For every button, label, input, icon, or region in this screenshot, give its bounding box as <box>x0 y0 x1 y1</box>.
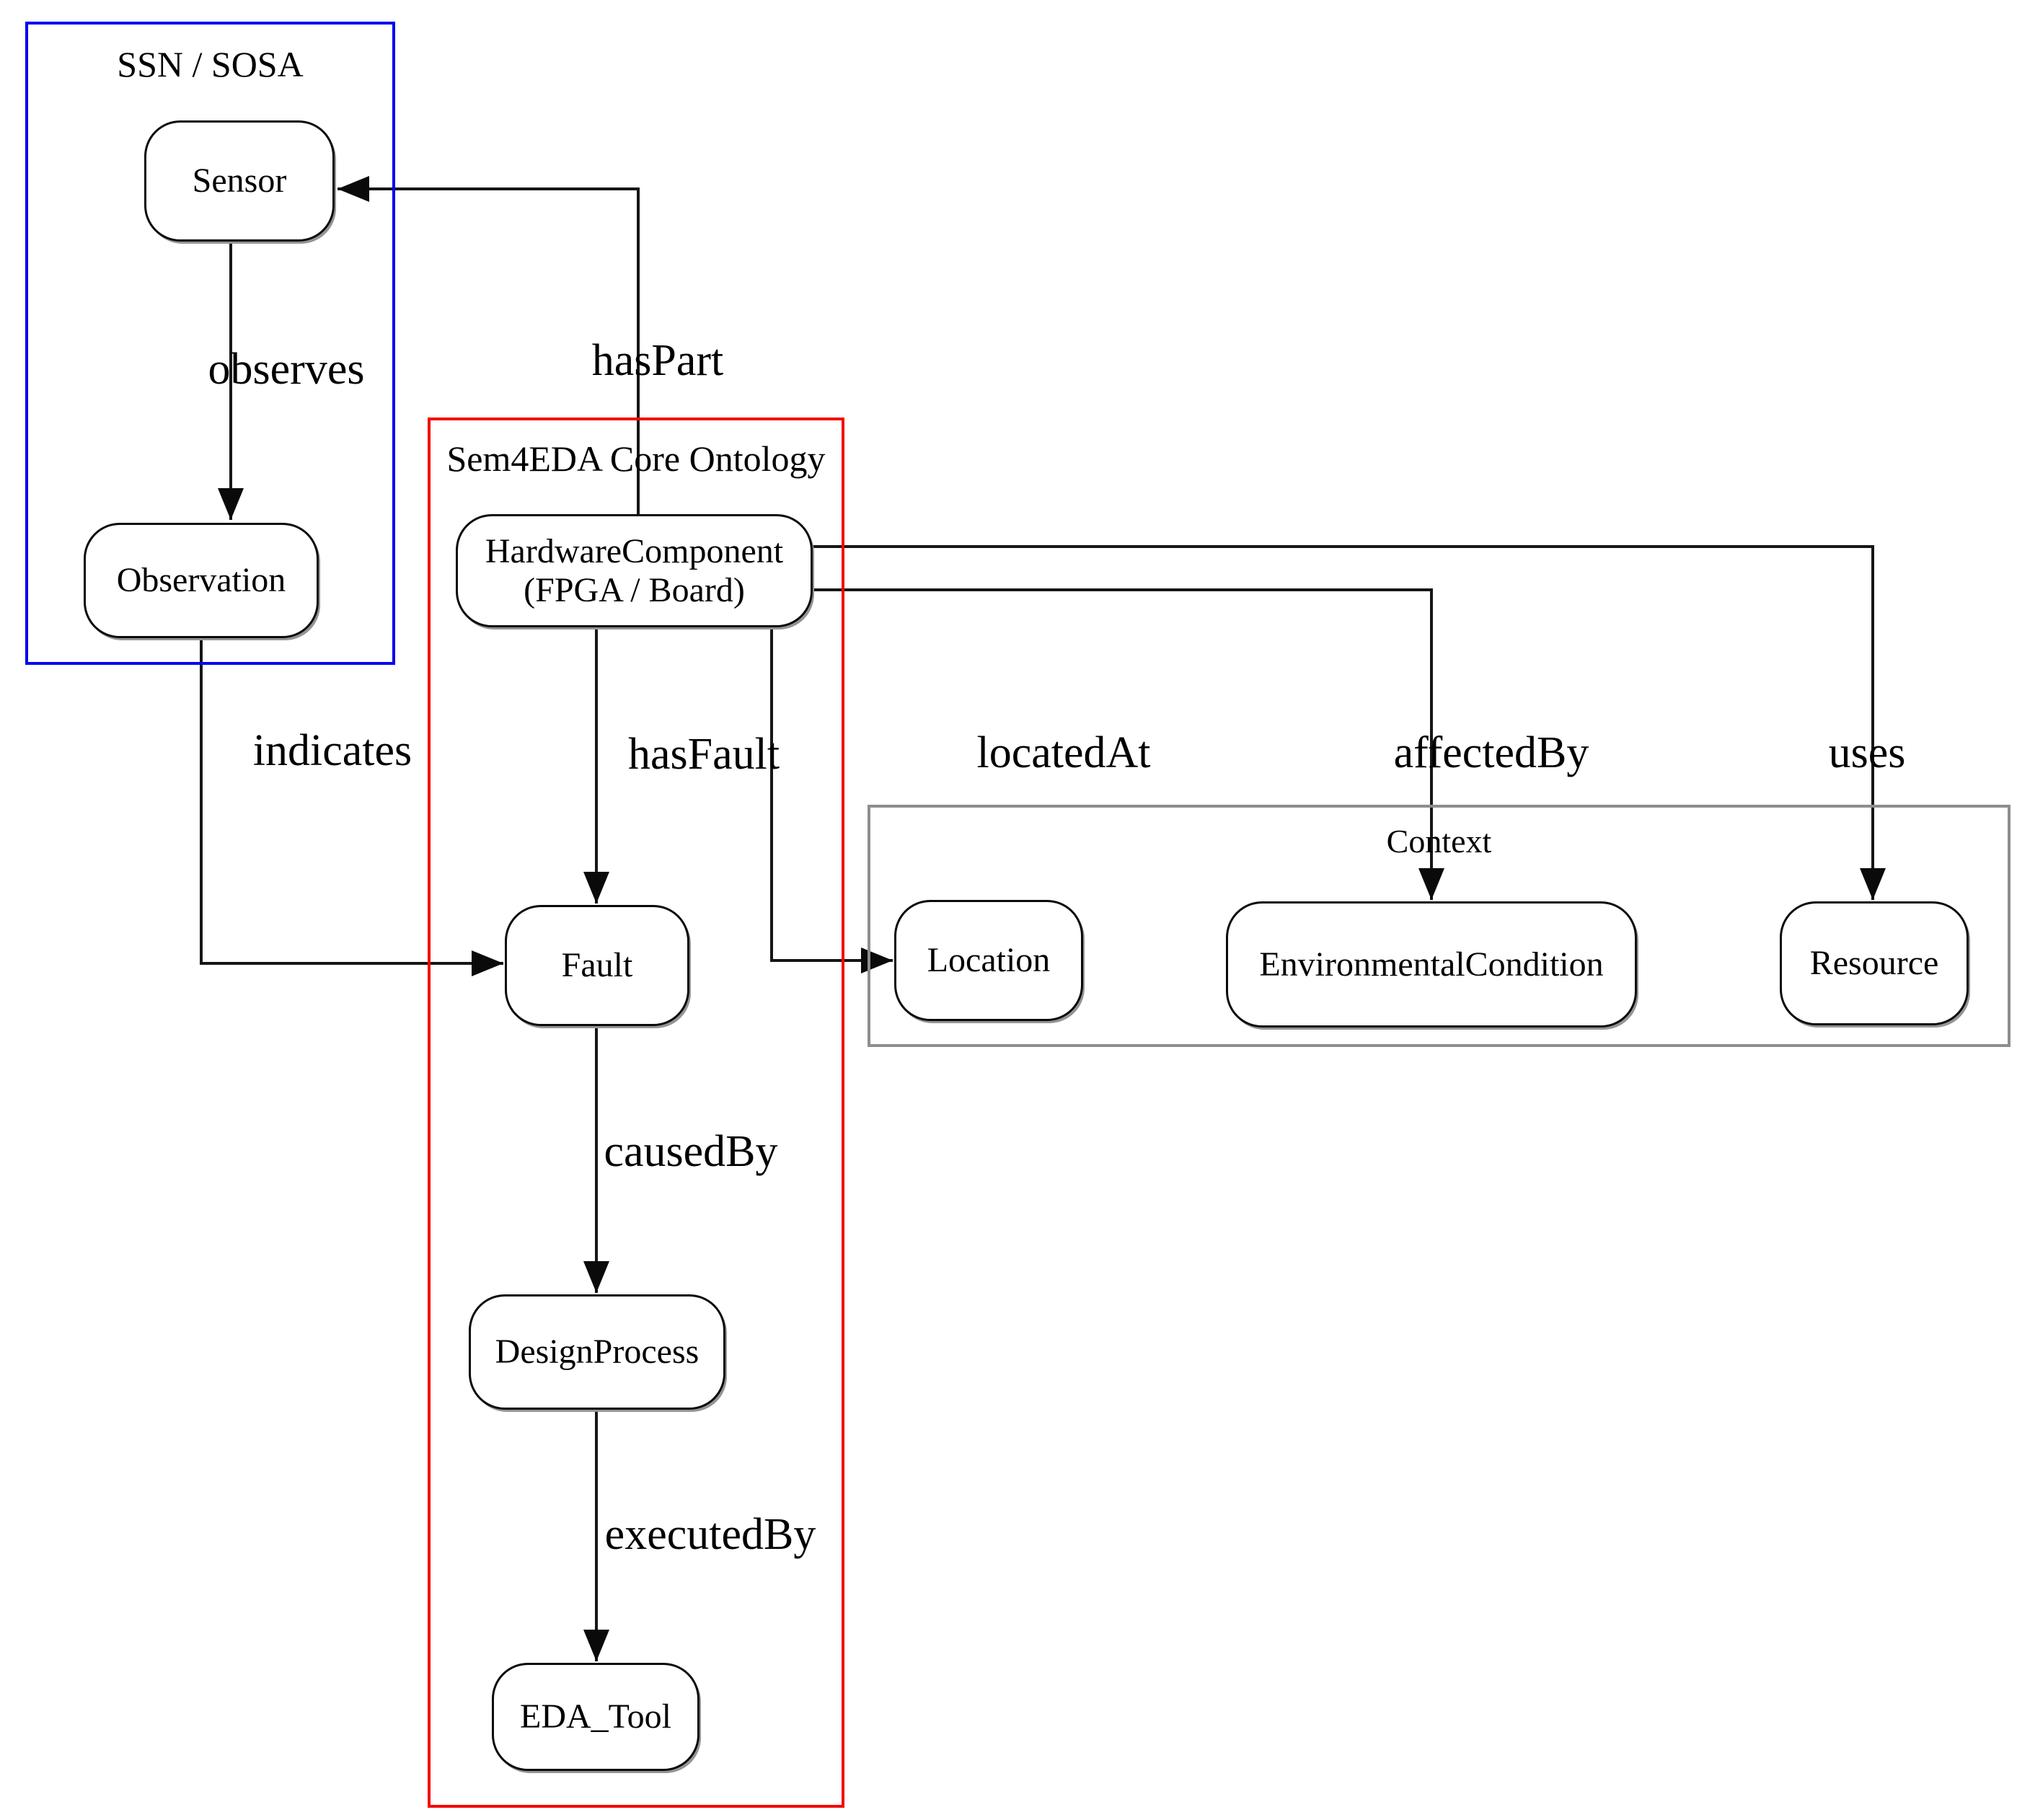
edge-indicates-line <box>200 638 503 976</box>
node-fault-label: Fault <box>561 946 633 985</box>
node-hardware-component: HardwareComponent (FPGA / Board) <box>456 514 813 627</box>
node-design-label: DesignProcess <box>495 1333 699 1371</box>
node-hardware-label: HardwareComponent <box>485 531 784 570</box>
node-sensor: Sensor <box>144 120 335 242</box>
group-sem4eda-title: Sem4EDA Core Ontology <box>446 438 826 479</box>
edge-label-haspart: hasPart <box>591 336 724 385</box>
node-environmental-condition: EnvironmentalCondition <box>1226 901 1637 1028</box>
edge-label-locatedat: locatedAt <box>976 728 1151 777</box>
node-location-label: Location <box>927 941 1051 980</box>
edge-label-executedby: executedBy <box>604 1510 816 1559</box>
group-ssn-sosa: SSN / SOSA <box>25 22 395 665</box>
node-design-process: DesignProcess <box>469 1294 725 1410</box>
node-observation-label: Observation <box>116 561 286 600</box>
edge-affectedby-line <box>811 588 1444 900</box>
node-hardware-sublabel: (FPGA / Board) <box>524 570 745 609</box>
group-sem4eda-core-ontology: Sem4EDA Core Ontology <box>428 418 844 1808</box>
node-location: Location <box>894 900 1083 1021</box>
edge-label-affectedby: affectedBy <box>1393 728 1589 777</box>
edge-label-uses: uses <box>1828 728 1906 777</box>
edge-label-hasfault: hasFault <box>627 730 780 779</box>
group-context-title: Context <box>1386 823 1492 860</box>
node-environmental-label: EnvironmentalCondition <box>1259 945 1604 984</box>
edge-label-observes: observes <box>208 345 365 394</box>
node-resource-label: Resource <box>1809 944 1939 983</box>
edge-label-indicates: indicates <box>252 726 412 775</box>
group-context: Context <box>868 805 2011 1047</box>
node-observation: Observation <box>84 523 319 638</box>
node-eda-tool: EDA_Tool <box>492 1663 699 1771</box>
node-sensor-label: Sensor <box>192 162 287 200</box>
edge-locatedat-line <box>770 626 893 973</box>
edge-uses-line <box>811 545 1886 900</box>
node-resource: Resource <box>1780 901 1969 1025</box>
node-eda-label: EDA_Tool <box>520 1697 671 1736</box>
node-fault: Fault <box>505 905 689 1026</box>
group-ssn-sosa-title: SSN / SOSA <box>117 44 304 84</box>
edge-haspart-line <box>337 176 640 514</box>
edge-label-causedby: causedBy <box>604 1127 778 1176</box>
